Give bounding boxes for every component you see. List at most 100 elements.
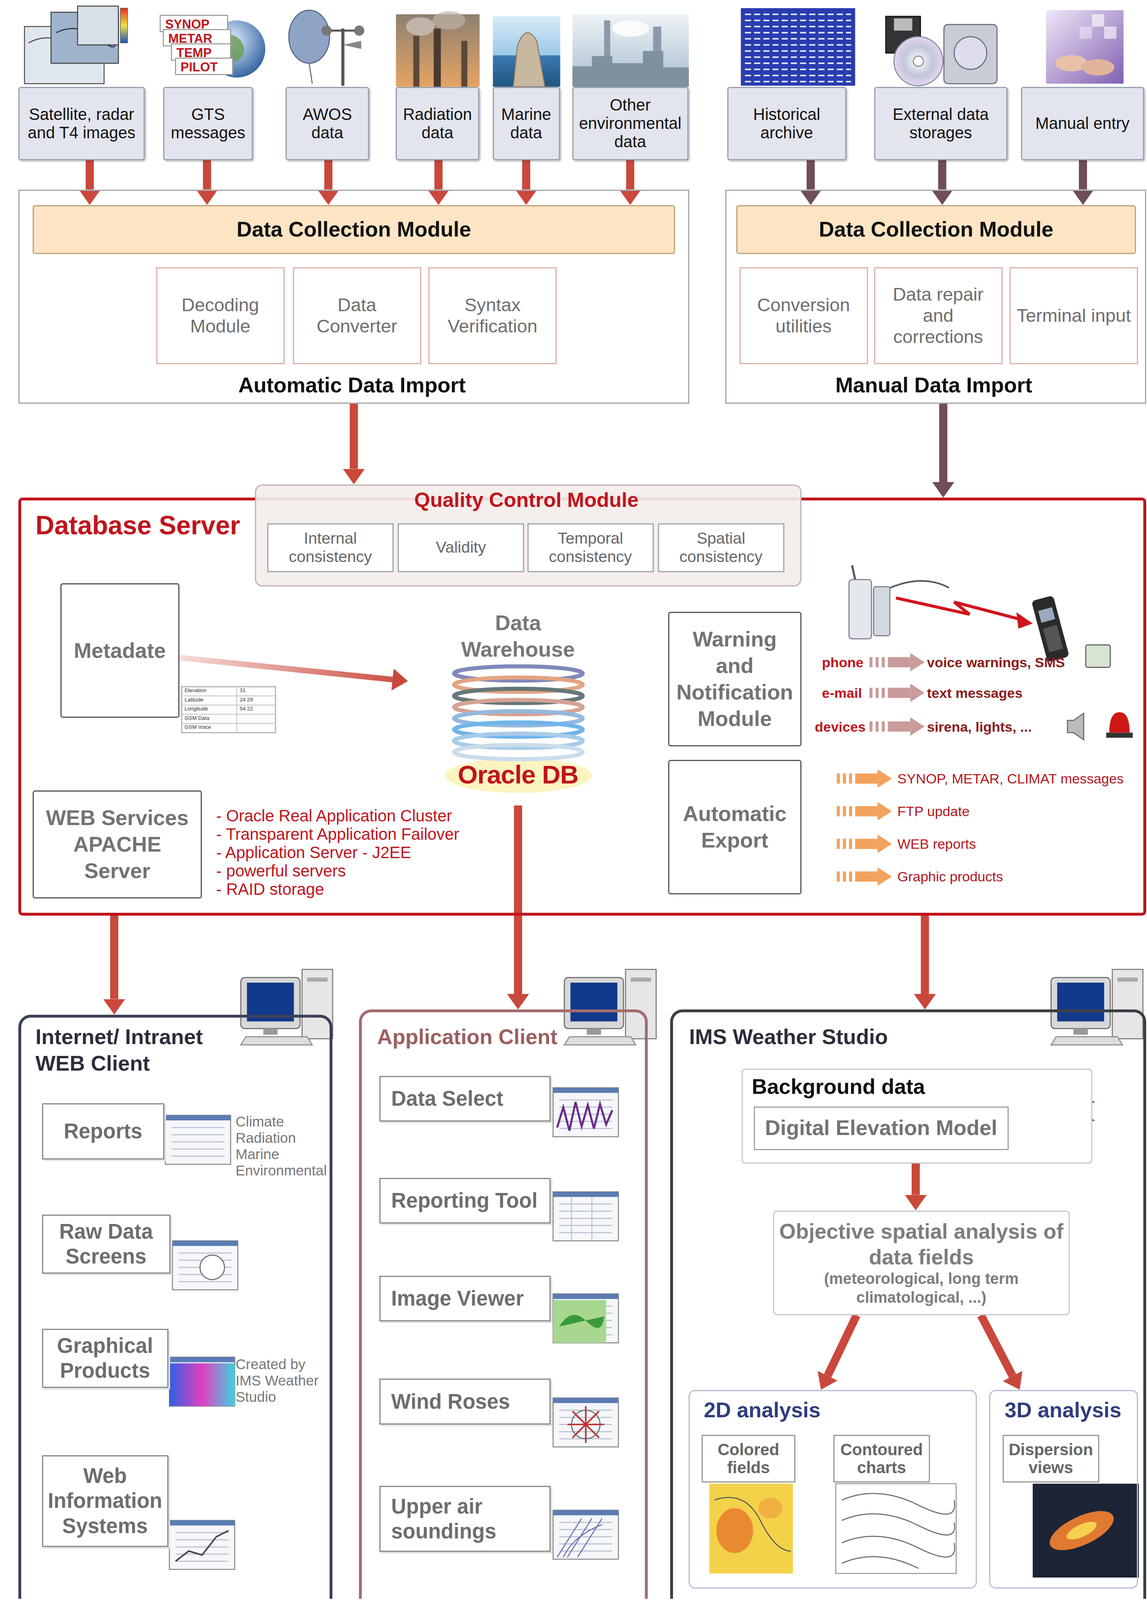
screenshot — [557, 1102, 613, 1131]
gsm-device — [1031, 595, 1070, 663]
text-holder: Conversion utilities — [744, 294, 864, 337]
output-box: Colored fields — [701, 1434, 796, 1484]
awos-icon — [288, 10, 330, 64]
panel-title: 3D analysis — [1004, 1397, 1136, 1423]
function-box: Upper air soundings — [379, 1485, 551, 1553]
label: e-mail — [821, 685, 862, 702]
text-holder: GTS messages — [167, 105, 249, 142]
map-preview — [709, 1483, 793, 1574]
text-holder: Satellite, radar and T4 images — [22, 105, 141, 142]
function-box: Graphical Products — [42, 1328, 169, 1389]
database-rings — [453, 744, 583, 760]
archive-icon — [744, 14, 851, 82]
node-text: Decoding Module — [160, 294, 281, 337]
node-text: Spatial consistency — [662, 529, 780, 567]
awos-icon — [341, 28, 345, 86]
gsm-device — [1106, 732, 1133, 738]
map-preview — [714, 1497, 791, 1552]
panel-title: Manual Data Import — [726, 372, 1142, 398]
source-box: Manual entry — [1020, 86, 1145, 161]
flow-arrow — [980, 1315, 1013, 1377]
screenshot — [553, 1293, 619, 1343]
industry-icon — [572, 14, 689, 87]
node-text: Upper air soundings — [391, 1494, 547, 1544]
flow-arrow — [806, 160, 815, 190]
gsm-device — [1031, 595, 1070, 663]
check-box: Validity — [397, 523, 525, 573]
gsm-device — [873, 586, 891, 636]
computer-icon — [1051, 969, 1143, 1046]
gts-icon — [160, 15, 266, 78]
source-box: AWOS data — [285, 86, 370, 161]
marine-icon — [492, 16, 561, 87]
function-box: Raw Data Screens — [42, 1214, 171, 1274]
satellite-images — [24, 6, 128, 84]
text-holder: WEB Services APACHE Server — [38, 804, 196, 885]
label: phone — [821, 654, 864, 671]
industry-icon — [572, 50, 689, 87]
text-holder: Raw Data Screens — [46, 1219, 167, 1269]
radiation-icon — [413, 35, 420, 87]
export-arrows — [836, 834, 892, 854]
node-text: Data Collection Module — [740, 217, 1132, 242]
text-holder: Wind Roses — [391, 1389, 547, 1415]
function-box: Data Select — [379, 1076, 551, 1123]
computer-icon — [564, 969, 656, 1046]
label: PILOT — [180, 60, 218, 74]
panel-title: Automatic Data Import — [19, 372, 685, 398]
panel-title: Database Server — [35, 510, 342, 541]
storage-icon — [885, 16, 998, 86]
source-box: Other environmental data — [572, 86, 689, 161]
map-preview — [1064, 1518, 1099, 1544]
industry-icon — [612, 20, 649, 37]
module-box: Metadate — [60, 583, 180, 718]
text-holder: Dispersion views — [1007, 1440, 1096, 1477]
flow-arrow — [179, 657, 393, 680]
source-box: Historical archive — [727, 86, 847, 161]
check-box: Internal consistency — [267, 523, 394, 573]
module-box: WEB Services APACHE Server — [32, 790, 202, 899]
panel-title: Application Client — [377, 1023, 643, 1051]
source-box: GTS messages — [163, 86, 253, 161]
text-holder: Spatial consistency — [662, 529, 780, 567]
text-holder: Reports — [46, 1118, 160, 1144]
label: 54 22 — [239, 706, 254, 712]
node-text: Temporal consistency — [531, 529, 650, 567]
node-text: Wind Roses — [391, 1389, 547, 1415]
text-holder: Upper air soundings — [391, 1494, 547, 1544]
flow-arrow — [938, 160, 947, 190]
awos-icon — [288, 10, 365, 86]
export-arrows — [836, 769, 892, 886]
label: - powerful servers — [216, 861, 346, 880]
flow-arrow — [1078, 160, 1088, 190]
notify-arrows — [869, 683, 925, 702]
panel-title: Background data — [751, 1073, 1058, 1100]
node-text: Other environmental data — [576, 95, 685, 151]
map-preview — [1044, 1503, 1120, 1559]
screenshot — [199, 1255, 225, 1280]
map-preview — [709, 1483, 1139, 1578]
label: Graphic products — [897, 868, 1004, 885]
gsm-device — [1016, 612, 1033, 629]
screenshot — [553, 1299, 607, 1343]
node-text: Data repair and corrections — [878, 283, 999, 348]
node-text: Contoured charts — [837, 1440, 926, 1477]
output-box: Contoured charts — [833, 1434, 931, 1484]
text-holder: Radiation data — [400, 105, 475, 142]
node-text: Web Information Systems — [46, 1463, 164, 1539]
manual-entry-icon — [1091, 14, 1105, 27]
map-preview — [758, 1498, 783, 1519]
gsm-device — [848, 579, 872, 639]
data-group: Background dataDigital Elevation Model — [741, 1068, 1093, 1164]
node-text: (meteorological, long term climatologica… — [777, 1269, 1066, 1307]
function-box: Reporting Tool — [379, 1178, 551, 1225]
node-text: Reporting Tool — [391, 1188, 547, 1214]
screenshot — [165, 1115, 231, 1165]
text-holder: AWOS data — [290, 105, 365, 142]
text-holder: Internal consistency — [271, 529, 390, 567]
metadata-table — [181, 686, 276, 733]
client-panel: IMS Weather StudioBackground dataDigital… — [670, 1009, 1147, 1599]
source-box: External data storages — [874, 86, 1008, 161]
label: - RAID storage — [216, 880, 325, 899]
